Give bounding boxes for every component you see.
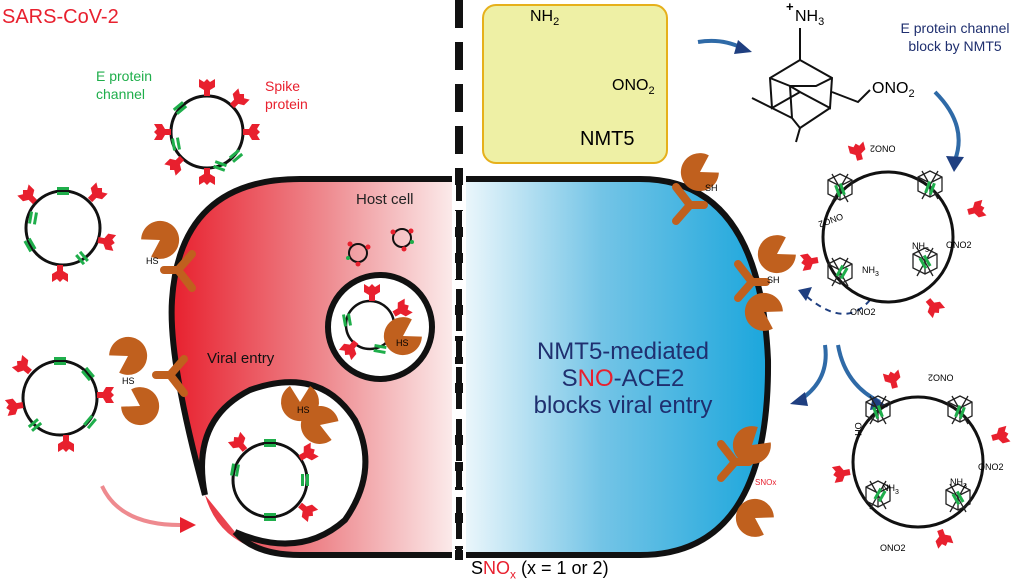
channel-block-label-1: E protein channel <box>900 20 1010 36</box>
charge-label: + <box>786 0 794 14</box>
ammonium-label: NH3 <box>795 8 825 29</box>
arrow-down-right <box>836 344 888 410</box>
thiol-label-3: HS <box>297 405 310 415</box>
snox-legend: SNOx (x = 1 or 2) <box>468 558 612 583</box>
nitrate-label: ONO2 <box>612 77 655 98</box>
block-ono2-6: ONO2 <box>978 462 1004 472</box>
arrow-down-left <box>790 344 828 406</box>
charged-nitrate-label: ONO2 <box>872 80 915 101</box>
block-nh3-2: NH3 <box>912 241 929 254</box>
title: SARS-CoV-2 <box>2 6 119 28</box>
thiol-label-6: SH <box>767 275 780 285</box>
arrow-to-block <box>933 90 964 172</box>
thiol-label-5: SH <box>705 183 718 193</box>
spike-label-1: Spike <box>265 78 301 94</box>
e-protein-label-2: channel <box>96 86 146 102</box>
channel-block-label-2: block by NMT5 <box>908 38 1002 54</box>
thiol-label-2: HS <box>122 376 135 386</box>
virus-tiny-2 <box>390 228 414 252</box>
block-nh3-3: NH3 <box>882 483 899 496</box>
block-nh3-1: NH3 <box>862 265 879 278</box>
host-cell-label: Host cell <box>356 191 414 208</box>
virus-left-2 <box>4 354 114 452</box>
block-ono2-3: ONO2 <box>850 307 876 317</box>
virus-tiny-1 <box>346 241 371 267</box>
virus-entering <box>227 431 319 523</box>
nmt5-box <box>482 4 668 164</box>
e-protein-label-1: E protein <box>96 68 153 84</box>
spike-label-2: protein <box>265 96 308 112</box>
block-ho-label: HO <box>853 422 864 436</box>
viral-entry-label: Viral entry <box>207 350 275 367</box>
arrow-dashed-return <box>798 287 871 315</box>
block-nh3-4: NH3 <box>950 477 967 490</box>
block-ono2-2: ONO2 <box>946 240 972 250</box>
thiol-label-1: HS <box>146 256 159 266</box>
arrow-to-charged <box>697 38 752 54</box>
compound-name: NMT5 <box>580 128 635 150</box>
thiol-label-4: HS <box>396 338 409 348</box>
block-ono2-1: ONO2 <box>870 143 896 154</box>
block-ono2-5: ONO2 <box>928 372 954 383</box>
virus-blocked-top <box>799 141 987 319</box>
snox-small-label: SNOx <box>755 478 777 487</box>
block-ono2-7: ONO2 <box>880 543 906 553</box>
caption-line-3: blocks viral entry <box>533 392 713 419</box>
entry-arrow <box>100 485 196 533</box>
virus-blocked-bottom <box>831 369 1011 549</box>
virus-left-1 <box>17 182 117 282</box>
amine-label: NH2 <box>530 8 560 29</box>
mechanism-caption: NMT5-mediated SNO-ACE2 blocks viral entr… <box>488 338 758 419</box>
caption-line-1: NMT5-mediated <box>536 338 710 365</box>
nmt5-charged-structure <box>751 28 871 143</box>
caption-line-2: SNO-ACE2 <box>561 365 685 392</box>
virus-top <box>154 79 260 185</box>
